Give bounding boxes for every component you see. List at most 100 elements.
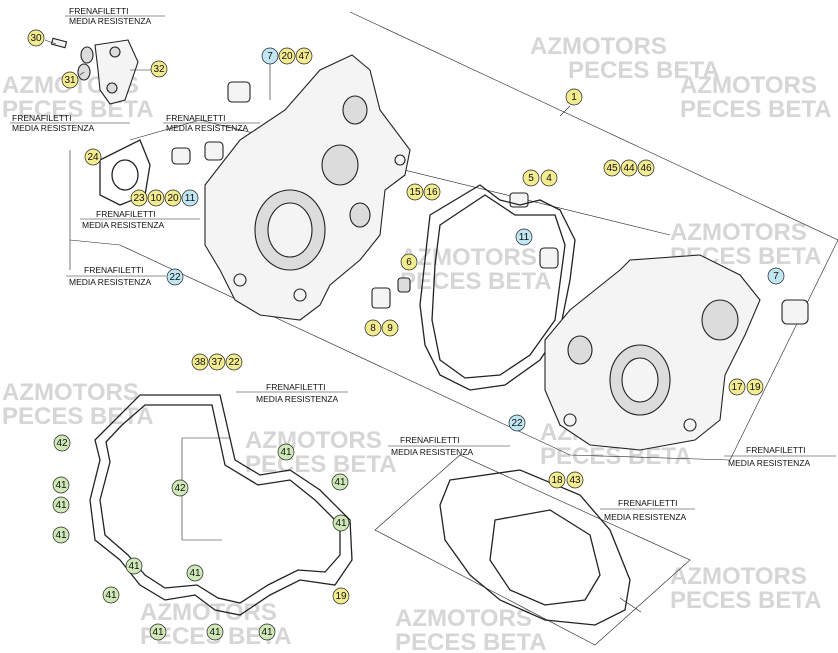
callout-19: 19 bbox=[746, 378, 764, 396]
bracket-hole bbox=[106, 82, 118, 94]
callout-bubble bbox=[52, 476, 70, 494]
annotation-line1: FRENAFILETTI bbox=[12, 113, 72, 123]
annotation-a6: FRENAFILETTI MEDIA RESISTENZA bbox=[236, 382, 348, 404]
callout-bubble bbox=[566, 471, 584, 489]
callout-15: 15 bbox=[406, 183, 424, 201]
watermark-text: AZMOTORS bbox=[530, 33, 667, 60]
washer bbox=[80, 46, 94, 64]
callout-number: 6 bbox=[406, 257, 412, 268]
annotation-line2: MEDIA RESISTENZA bbox=[82, 220, 165, 230]
bushing bbox=[227, 81, 251, 103]
callout-bubble bbox=[332, 587, 350, 605]
callout-number: 11 bbox=[185, 193, 196, 204]
boss bbox=[563, 413, 577, 427]
bore bbox=[567, 335, 593, 365]
callout-number: 42 bbox=[174, 483, 186, 494]
callout-bubble bbox=[540, 169, 558, 187]
callout-5: 5 bbox=[522, 169, 540, 187]
callout-number: 24 bbox=[87, 152, 99, 163]
leader-line bbox=[559, 105, 571, 117]
leader-line bbox=[79, 71, 85, 76]
annotation-a4: FRENAFILETTI MEDIA RESISTENZA bbox=[80, 209, 200, 230]
watermark-text: PECES BETA bbox=[680, 96, 832, 123]
annotation-line1: FRENAFILETTI bbox=[166, 113, 226, 123]
lower-left-gasket bbox=[89, 394, 353, 616]
gasket-outline bbox=[439, 469, 631, 626]
leader-line bbox=[44, 39, 57, 45]
boss bbox=[293, 288, 307, 302]
leader-lines bbox=[44, 39, 642, 613]
gasket-inner-outline bbox=[489, 509, 601, 606]
callout-bubble bbox=[332, 514, 350, 532]
callout-bubble bbox=[637, 159, 655, 177]
callout-number: 44 bbox=[623, 163, 635, 174]
annotation-a8: FRENAFILETTI MEDIA RESISTENZA bbox=[724, 445, 836, 468]
annotation-line1: FRENAFILETTI bbox=[69, 6, 129, 16]
callout-number: 8 bbox=[370, 323, 376, 334]
callout-41: 41 bbox=[332, 514, 350, 532]
callout-bubble bbox=[728, 378, 746, 396]
callout-number: 37 bbox=[211, 357, 223, 368]
watermark-text: PECES BETA bbox=[568, 57, 720, 84]
callout-43: 43 bbox=[566, 471, 584, 489]
callout-22: 22 bbox=[225, 353, 243, 371]
callout-number: 22 bbox=[511, 418, 523, 429]
bushing bbox=[204, 141, 224, 161]
callout-38: 38 bbox=[191, 353, 209, 371]
annotation-line2: MEDIA RESISTENZA bbox=[728, 458, 811, 468]
lower-right-gasket bbox=[439, 469, 631, 626]
callout-42: 42 bbox=[53, 434, 71, 452]
callout-19: 19 bbox=[332, 587, 350, 605]
callout-number: 43 bbox=[569, 475, 581, 486]
callout-7: 7 bbox=[261, 47, 279, 65]
callout-20: 20 bbox=[278, 47, 296, 65]
callout-bubble bbox=[130, 189, 148, 207]
callout-bubble bbox=[164, 189, 182, 207]
callout-22: 22 bbox=[166, 268, 184, 286]
callout-30: 30 bbox=[27, 29, 45, 47]
callout-number: 23 bbox=[133, 193, 145, 204]
bracket-hole bbox=[109, 46, 121, 58]
bore bbox=[349, 202, 371, 228]
bushing bbox=[171, 147, 191, 165]
callout-bubble bbox=[53, 434, 71, 452]
bushing bbox=[539, 247, 559, 269]
callout-number: 19 bbox=[335, 591, 347, 602]
callout-11: 11 bbox=[515, 228, 533, 246]
callout-number: 41 bbox=[128, 561, 140, 572]
callout-number: 7 bbox=[267, 51, 273, 62]
callout-41: 41 bbox=[331, 473, 349, 491]
callout-number: 10 bbox=[150, 193, 162, 204]
callout-31: 31 bbox=[61, 71, 79, 89]
callout-number: 41 bbox=[55, 500, 67, 511]
gasket-plane bbox=[374, 454, 691, 646]
callout-bubble bbox=[125, 557, 143, 575]
callout-number: 47 bbox=[298, 51, 310, 62]
boss bbox=[233, 273, 247, 287]
callout-41: 41 bbox=[277, 443, 295, 461]
callout-7: 7 bbox=[767, 267, 785, 285]
callout-24: 24 bbox=[84, 148, 102, 166]
callout-bubble bbox=[147, 189, 165, 207]
callout-number: 45 bbox=[606, 163, 618, 174]
callout-18: 18 bbox=[548, 471, 566, 489]
annotation-line1: FRENAFILETTI bbox=[618, 498, 678, 508]
callout-number: 19 bbox=[749, 382, 761, 393]
watermark-text: AZMOTORS bbox=[395, 605, 532, 632]
callout-bubble bbox=[522, 169, 540, 187]
callout-bubble bbox=[364, 319, 382, 337]
callout-bubble bbox=[61, 71, 79, 89]
callout-41: 41 bbox=[149, 623, 167, 641]
callout-bubble bbox=[181, 189, 199, 207]
bracket-part bbox=[50, 37, 139, 105]
callout-number: 38 bbox=[194, 357, 206, 368]
callout-bubble bbox=[406, 183, 424, 201]
callout-46: 46 bbox=[637, 159, 655, 177]
watermark-text: AZMOTORS bbox=[400, 244, 537, 271]
annotation-a1: FRENAFILETTI MEDIA RESISTENZA bbox=[65, 6, 165, 26]
callout-bubble bbox=[548, 471, 566, 489]
callout-number: 41 bbox=[105, 590, 117, 601]
callout-bubble bbox=[149, 623, 167, 641]
callout-bubble bbox=[620, 159, 638, 177]
callout-bubble bbox=[84, 148, 102, 166]
